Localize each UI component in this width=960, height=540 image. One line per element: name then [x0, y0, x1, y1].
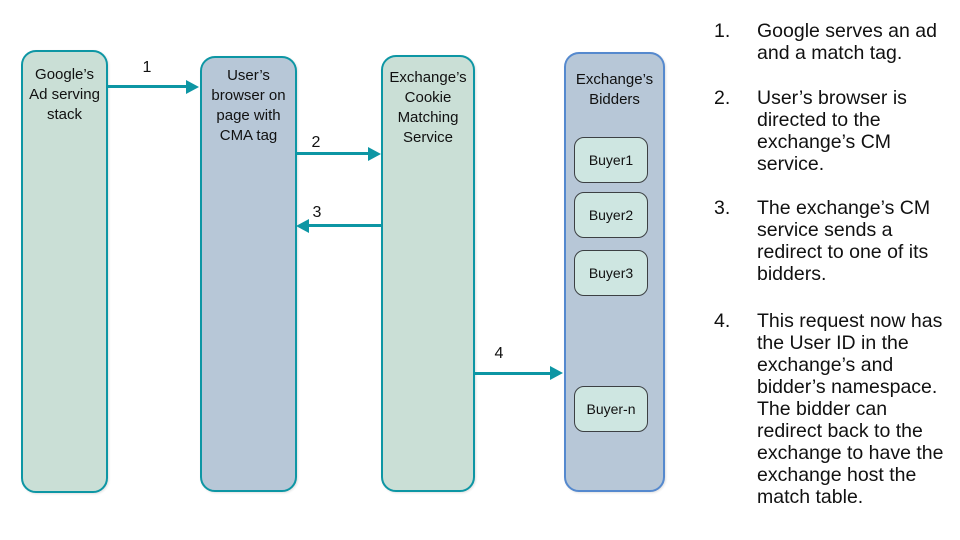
step-1-text: Google serves an ad and a match tag. [757, 20, 937, 64]
arrow-1-line [108, 85, 188, 88]
step-4-text: This request now has the User ID in the … [757, 310, 944, 508]
step-item-2: 2. User’s browser is directed to the exc… [714, 87, 952, 175]
buyer-1-box: Buyer1 [574, 137, 648, 183]
arrow-3-label: 3 [312, 204, 322, 221]
node-title-cm-service: Exchange’s Cookie Matching Service [389, 69, 467, 146]
step-1-number: 1. [714, 20, 731, 42]
node-title-google: Google’s Ad serving stack [29, 66, 100, 123]
step-item-1: 1. Google serves an ad and a match tag. [714, 20, 952, 64]
arrow-3-head-icon [296, 219, 309, 233]
node-title-users-browser: User’s browser on page with CMA tag [211, 67, 286, 144]
arrow-2-label: 2 [311, 134, 321, 151]
arrow-3-line [308, 224, 382, 227]
arrow-4-line [475, 372, 551, 375]
step-item-4: 4. This request now has the User ID in t… [714, 310, 952, 508]
step-item-3: 3. The exchange’s CM service sends a red… [714, 197, 952, 285]
step-2-text: User’s browser is directed to the exchan… [757, 87, 907, 175]
step-3-number: 3. [714, 197, 731, 219]
step-4-number: 4. [714, 310, 731, 332]
buyer-3-box: Buyer3 [574, 250, 648, 296]
node-users-browser: User’s browser on page with CMA tag [200, 56, 297, 492]
arrow-2-line [297, 152, 368, 155]
step-3-text: The exchange’s CM service sends a redire… [757, 197, 931, 285]
arrow-1-label: 1 [142, 59, 152, 76]
arrow-4-label: 4 [494, 345, 504, 362]
arrow-1-head-icon [186, 80, 199, 94]
buyer-2-box: Buyer2 [574, 192, 648, 238]
node-cookie-matching-service: Exchange’s Cookie Matching Service [381, 55, 475, 492]
node-google-ad-serving-stack: Google’s Ad serving stack [21, 50, 108, 493]
node-title-bidders: Exchange’s Bidders [575, 71, 654, 108]
node-exchange-bidders: Exchange’s Bidders Buyer1 Buyer2 Buyer3 … [564, 52, 665, 492]
step-2-number: 2. [714, 87, 731, 109]
arrow-2-head-icon [368, 147, 381, 161]
arrow-4-head-icon [550, 366, 563, 380]
buyer-n-box: Buyer-n [574, 386, 648, 432]
